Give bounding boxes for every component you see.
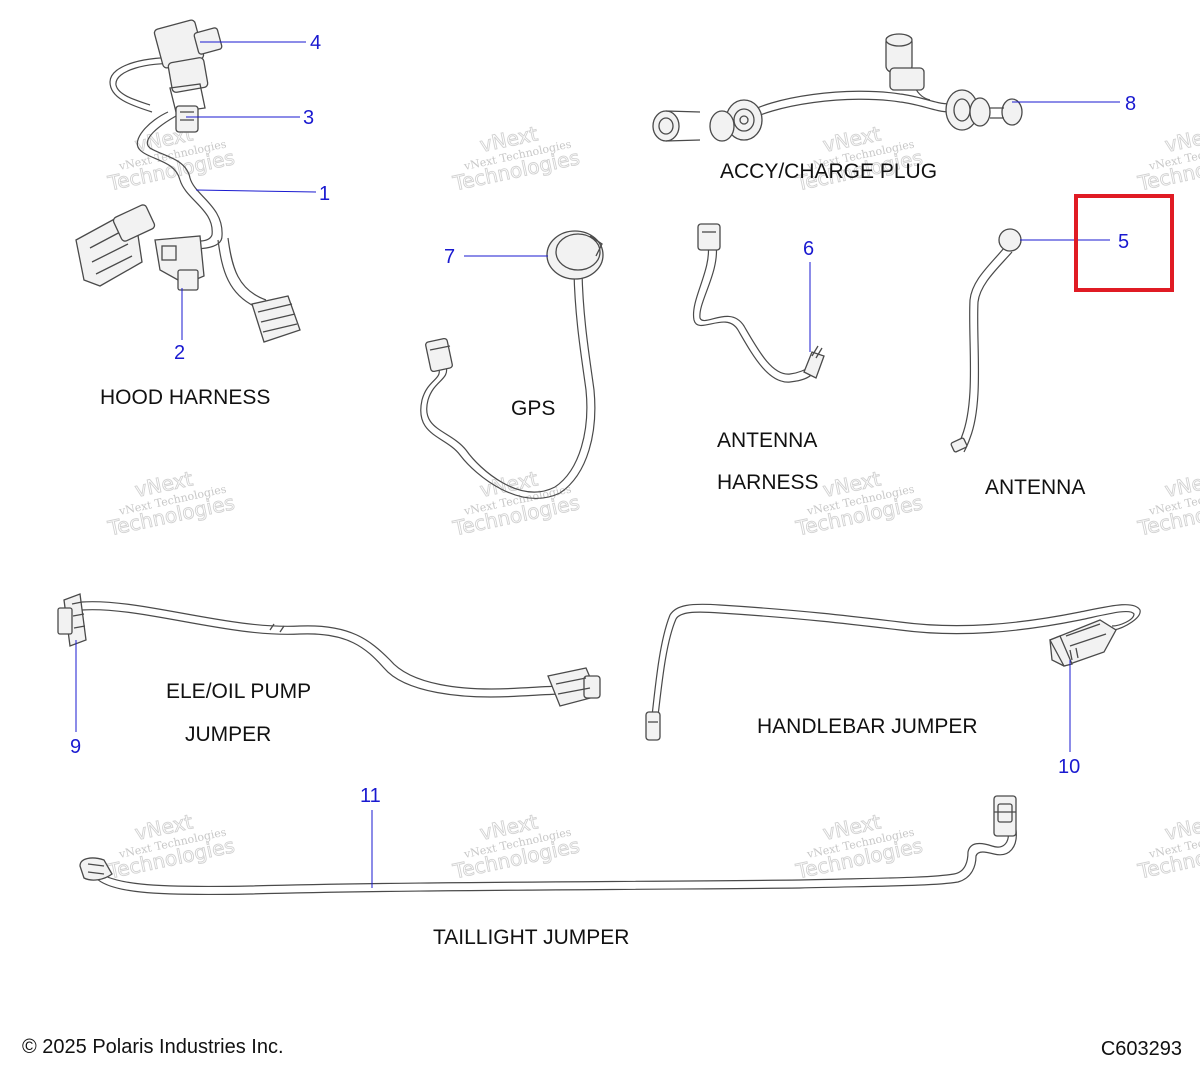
watermark: vNext Technologies vNext Technologies [450, 809, 583, 884]
leader-1 [195, 189, 317, 193]
label-gps: GPS [511, 397, 555, 420]
callout-4[interactable]: 4 [310, 32, 321, 54]
leader-lines [75, 41, 1120, 888]
label-ele-oil-pump-2: JUMPER [185, 723, 271, 746]
watermark: vNext Technologies vNext Technologies [105, 121, 238, 196]
watermark: vNext Technologies vNext Technologies [450, 466, 583, 541]
label-accy-charge-plug: ACCY/CHARGE PLUG [720, 160, 937, 183]
watermark: vNext Technologies vNext Technologies [793, 809, 926, 884]
callout-2[interactable]: 2 [174, 342, 185, 364]
callout-9[interactable]: 9 [70, 736, 81, 758]
watermark: vNext Technologies vNext Technologies [105, 809, 238, 884]
ele-oil-pump-jumper-part[interactable] [57, 593, 601, 707]
antenna-harness-part[interactable] [692, 223, 825, 383]
label-handlebar-jumper: HANDLEBAR JUMPER [757, 715, 978, 738]
section-labels: HOOD HARNESS GPS ACCY/CHARGE PLUG ANTENN… [100, 160, 1085, 949]
callout-7[interactable]: 7 [444, 246, 455, 268]
copyright-notice: © 2025 Polaris Industries Inc. [22, 1036, 284, 1058]
watermark: vNext Technologies vNext Technologies [450, 121, 583, 196]
gps-part[interactable] [420, 230, 604, 499]
label-hood-harness: HOOD HARNESS [100, 386, 270, 409]
hood-harness-part[interactable] [75, 19, 301, 343]
callout-10[interactable]: 10 [1058, 756, 1080, 778]
watermark: vNext Technologies vNext Technologies [105, 466, 238, 541]
watermark: vNext Technologies vNext Technologies [1135, 809, 1200, 884]
watermark: vNext Technologies vNext Technologies [1135, 121, 1200, 196]
drawing-id: C603293 [1100, 1038, 1182, 1060]
watermark: vNext Technologies vNext Technologies [793, 121, 926, 196]
callout-6[interactable]: 6 [803, 238, 814, 260]
callout-1[interactable]: 1 [319, 183, 330, 205]
callout-3[interactable]: 3 [303, 107, 314, 129]
parts-diagram: vNext Technologies vNext Technologies vN… [57, 19, 1200, 949]
label-antenna-harness-1: ANTENNA [717, 429, 817, 452]
antenna-part[interactable] [950, 228, 1022, 453]
callouts: 4 3 1 2 7 6 8 5 9 10 11 [70, 32, 1136, 807]
highlight-box [1074, 194, 1174, 292]
label-taillight-jumper: TAILLIGHT JUMPER [433, 926, 629, 949]
watermark: vNext Technologies vNext Technologies [1135, 466, 1200, 541]
callout-5[interactable]: 5 [1118, 231, 1129, 253]
handlebar-jumper-part[interactable] [645, 603, 1141, 741]
accy-charge-plug-part[interactable] [652, 33, 1023, 142]
callout-11[interactable]: 11 [360, 785, 381, 807]
label-ele-oil-pump-1: ELE/OIL PUMP [166, 680, 311, 703]
label-antenna-harness-2: HARNESS [717, 471, 819, 494]
taillight-jumper-part[interactable] [79, 795, 1017, 896]
label-antenna: ANTENNA [985, 476, 1085, 499]
callout-8[interactable]: 8 [1125, 93, 1136, 115]
